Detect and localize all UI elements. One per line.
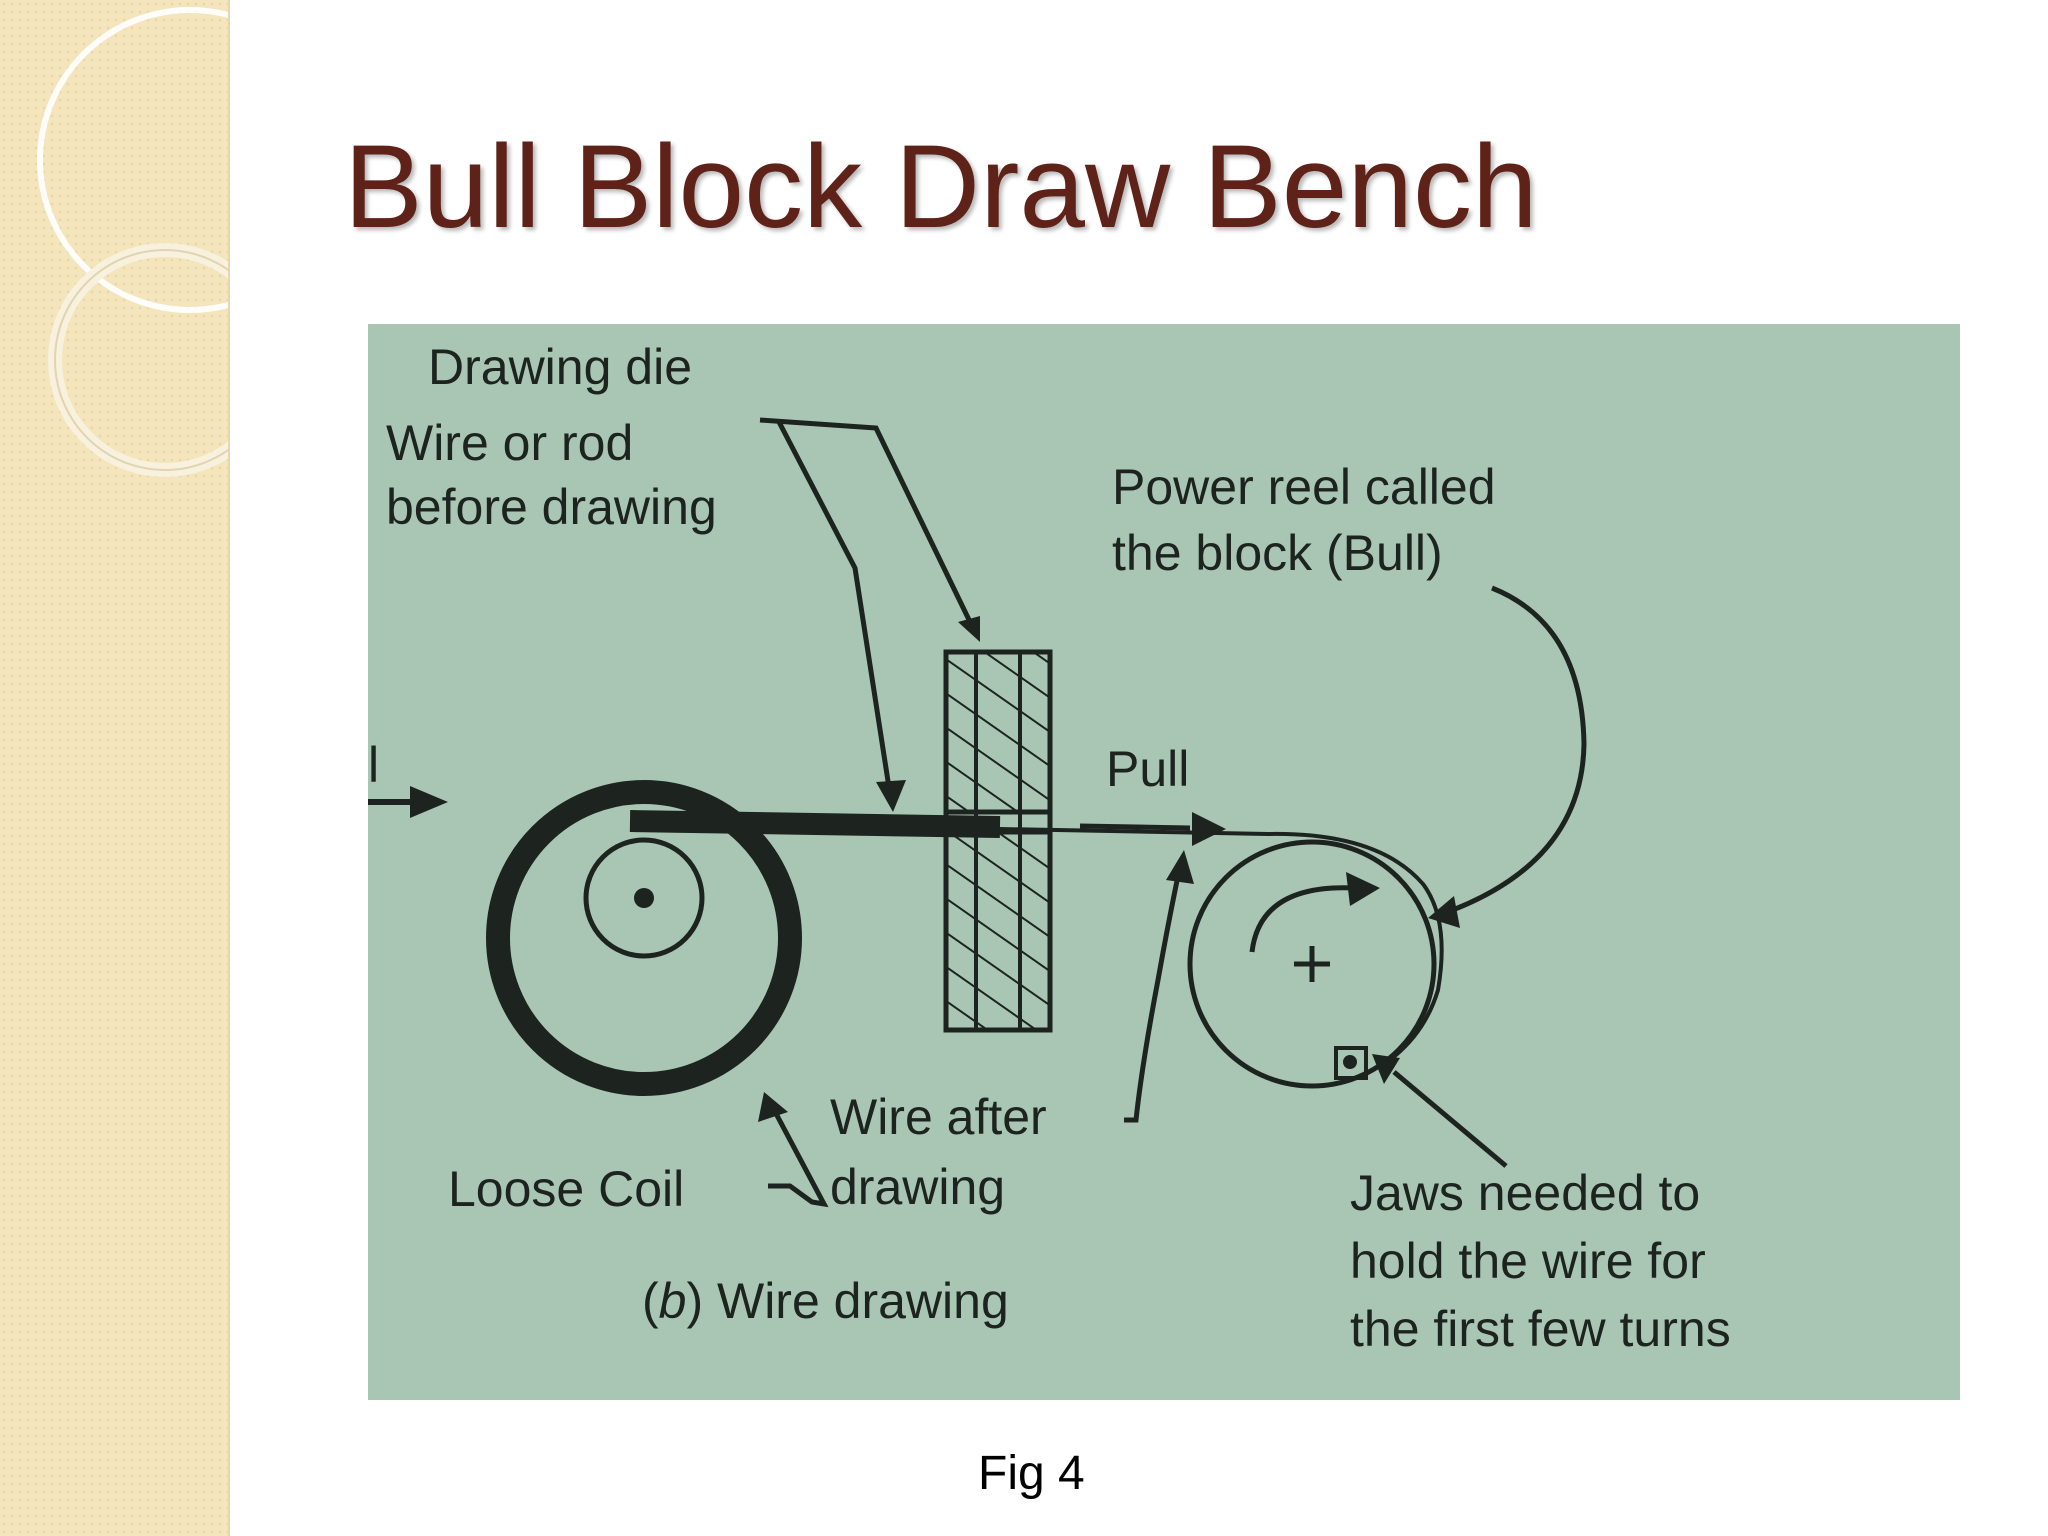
- subcaption-open: (: [642, 1273, 659, 1329]
- loose-coil: [486, 780, 802, 1096]
- label-jaws-line3: the first few turns: [1350, 1301, 1731, 1357]
- jaws: [1334, 1046, 1368, 1080]
- label-loose-coil: Loose Coil: [448, 1161, 685, 1217]
- label-power-reel-line1: Power reel called: [1112, 459, 1496, 515]
- jaws-leader: [1392, 1070, 1508, 1168]
- subcaption-letter: b: [658, 1273, 687, 1329]
- coil-center-dot: [634, 888, 654, 908]
- rotation-arrowhead: [1346, 872, 1380, 906]
- label-wire-after-line2: drawing: [830, 1159, 1006, 1215]
- wire-drawing-figure: Drawing die Wire or rod before drawing P…: [368, 324, 1960, 1400]
- label-jaws-line1: Jaws needed to: [1350, 1165, 1701, 1221]
- decorative-rings: [37, 7, 228, 477]
- label-wire-before-line2: before drawing: [386, 479, 717, 535]
- loose-coil-leader: [768, 1104, 829, 1208]
- wire-before-leader: [775, 418, 893, 795]
- decorative-side-band: [0, 0, 230, 1536]
- wire-before-drawing: [629, 810, 1001, 838]
- label-drawing-die: Drawing die: [428, 339, 693, 395]
- label-partial-left: l: [368, 737, 380, 793]
- incoming-arrowhead: [410, 786, 448, 818]
- power-reel: [1187, 839, 1437, 1089]
- drawing-die: [943, 649, 1053, 1033]
- wire-drawing-diagram: [368, 417, 1587, 1208]
- coil-spindle: [583, 837, 705, 959]
- power-reel-leader: [1441, 585, 1587, 917]
- wire-after-leader: [1124, 875, 1181, 1123]
- power-reel-center-mark: [1294, 946, 1330, 982]
- subcaption-text: ) Wire drawing: [686, 1273, 1009, 1329]
- figure-caption: Fig 4: [978, 1447, 1085, 1500]
- wire-after-drawing: [999, 827, 1444, 1070]
- label-pull: Pull: [1106, 741, 1190, 797]
- label-jaws-line2: hold the wire for: [1350, 1233, 1706, 1289]
- label-power-reel-line2: the block (Bull): [1112, 525, 1443, 581]
- label-wire-after-line1: Wire after: [830, 1089, 1047, 1145]
- rotation-arrow: [1249, 885, 1355, 953]
- drawing-die-leader: [759, 417, 975, 628]
- pull-arrowhead: [1192, 812, 1226, 846]
- slide-title: Bull Block Draw Bench: [344, 121, 1538, 253]
- label-wire-before-line1: Wire or rod: [386, 415, 634, 471]
- figure-subcaption: (b) Wire drawing: [642, 1268, 1009, 1334]
- pull-arrow: [1079, 823, 1191, 831]
